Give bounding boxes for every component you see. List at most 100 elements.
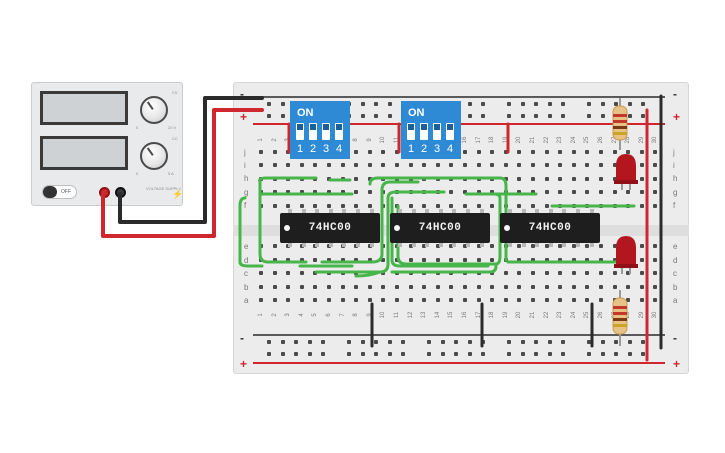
breadboard-hole[interactable] xyxy=(367,190,372,194)
power-rail-hole[interactable] xyxy=(561,340,566,344)
breadboard-hole[interactable] xyxy=(599,258,603,262)
power-rail-hole[interactable] xyxy=(534,352,539,356)
breadboard-hole[interactable] xyxy=(381,258,386,262)
breadboard-hole[interactable] xyxy=(531,163,535,167)
power-rail-hole[interactable] xyxy=(600,352,605,356)
breadboard-hole[interactable] xyxy=(571,177,576,181)
breadboard-hole[interactable] xyxy=(558,204,563,208)
breadboard-hole[interactable] xyxy=(327,298,331,302)
breadboard-hole[interactable] xyxy=(571,190,576,194)
power-rail-hole[interactable] xyxy=(600,102,605,106)
breadboard-hole[interactable] xyxy=(367,177,372,181)
breadboard-hole[interactable] xyxy=(531,244,535,248)
breadboard-hole[interactable] xyxy=(585,258,590,262)
power-rail-hole[interactable] xyxy=(401,352,406,356)
breadboard-hole[interactable] xyxy=(435,177,440,181)
breadboard-hole[interactable] xyxy=(558,298,563,302)
breadboard-hole[interactable] xyxy=(599,271,603,275)
breadboard-hole[interactable] xyxy=(639,244,644,248)
breadboard-hole[interactable] xyxy=(544,190,549,194)
breadboard-hole[interactable] xyxy=(313,177,318,181)
breadboard-hole[interactable] xyxy=(599,150,603,154)
breadboard-hole[interactable] xyxy=(544,204,549,208)
breadboard-hole[interactable] xyxy=(476,163,481,167)
breadboard-hole[interactable] xyxy=(286,271,291,275)
breadboard-hole[interactable] xyxy=(259,163,263,167)
breadboard-hole[interactable] xyxy=(558,244,563,248)
breadboard-hole[interactable] xyxy=(626,204,631,208)
breadboard-hole[interactable] xyxy=(476,271,481,275)
power-rail-hole[interactable] xyxy=(347,352,351,356)
breadboard-hole[interactable] xyxy=(395,190,399,194)
breadboard-hole[interactable] xyxy=(408,285,413,289)
breadboard-hole[interactable] xyxy=(395,163,399,167)
dip-toggle-4[interactable] xyxy=(335,123,343,140)
positive-terminal[interactable] xyxy=(99,187,110,198)
breadboard-hole[interactable] xyxy=(517,204,522,208)
power-rail-hole[interactable] xyxy=(507,114,511,118)
breadboard-hole[interactable] xyxy=(517,177,522,181)
breadboard-hole[interactable] xyxy=(286,298,291,302)
power-rail-hole[interactable] xyxy=(534,102,539,106)
breadboard-hole[interactable] xyxy=(531,150,535,154)
breadboard-hole[interactable] xyxy=(490,150,495,154)
breadboard-hole[interactable] xyxy=(626,190,631,194)
breadboard-hole[interactable] xyxy=(463,163,467,167)
power-rail-hole[interactable] xyxy=(614,114,619,118)
breadboard-hole[interactable] xyxy=(490,258,495,262)
breadboard-hole[interactable] xyxy=(354,150,359,154)
breadboard-hole[interactable] xyxy=(354,204,359,208)
breadboard-hole[interactable] xyxy=(503,204,508,208)
breadboard-hole[interactable] xyxy=(612,244,617,248)
breadboard-hole[interactable] xyxy=(272,244,277,248)
breadboard-hole[interactable] xyxy=(299,258,304,262)
breadboard-hole[interactable] xyxy=(286,285,291,289)
breadboard-hole[interactable] xyxy=(272,271,277,275)
breadboard-hole[interactable] xyxy=(503,258,508,262)
breadboard-hole[interactable] xyxy=(653,271,658,275)
breadboard-hole[interactable] xyxy=(313,285,318,289)
ic-chip-3[interactable]: 74HC00 xyxy=(500,209,600,247)
power-rail-hole[interactable] xyxy=(481,102,486,106)
power-switch[interactable]: OFF xyxy=(42,185,77,199)
dip-toggle-3[interactable] xyxy=(322,123,330,140)
breadboard-hole[interactable] xyxy=(422,204,427,208)
power-rail-hole[interactable] xyxy=(481,114,486,118)
power-rail-hole[interactable] xyxy=(387,102,392,106)
breadboard-hole[interactable] xyxy=(490,244,495,248)
breadboard-hole[interactable] xyxy=(299,163,304,167)
breadboard-hole[interactable] xyxy=(517,150,522,154)
breadboard-hole[interactable] xyxy=(463,190,467,194)
breadboard-hole[interactable] xyxy=(340,177,345,181)
power-rail-hole[interactable] xyxy=(360,114,365,118)
breadboard-hole[interactable] xyxy=(558,163,563,167)
breadboard-hole[interactable] xyxy=(367,271,372,275)
breadboard-hole[interactable] xyxy=(639,190,644,194)
breadboard-hole[interactable] xyxy=(463,150,467,154)
breadboard-hole[interactable] xyxy=(571,150,576,154)
breadboard-hole[interactable] xyxy=(531,258,535,262)
breadboard-hole[interactable] xyxy=(272,204,277,208)
breadboard-hole[interactable] xyxy=(612,258,617,262)
breadboard-hole[interactable] xyxy=(313,190,318,194)
power-rail-hole[interactable] xyxy=(267,102,271,106)
power-rail-hole[interactable] xyxy=(321,340,326,344)
breadboard-hole[interactable] xyxy=(408,298,413,302)
breadboard-hole[interactable] xyxy=(626,298,631,302)
breadboard-hole[interactable] xyxy=(626,258,631,262)
breadboard-hole[interactable] xyxy=(490,190,495,194)
breadboard-hole[interactable] xyxy=(327,204,331,208)
breadboard-hole[interactable] xyxy=(272,150,277,154)
breadboard-hole[interactable] xyxy=(408,163,413,167)
power-rail-hole[interactable] xyxy=(627,114,632,118)
power-rail-hole[interactable] xyxy=(641,340,646,344)
breadboard-hole[interactable] xyxy=(558,177,563,181)
power-rail-hole[interactable] xyxy=(520,340,525,344)
breadboard-hole[interactable] xyxy=(395,150,399,154)
dip-switch-2[interactable]: ON 1 2 3 4 xyxy=(401,101,461,159)
breadboard-hole[interactable] xyxy=(476,298,481,302)
power-rail-hole[interactable] xyxy=(467,352,472,356)
breadboard-hole[interactable] xyxy=(612,298,617,302)
negative-terminal[interactable] xyxy=(115,187,126,198)
breadboard-hole[interactable] xyxy=(286,258,291,262)
